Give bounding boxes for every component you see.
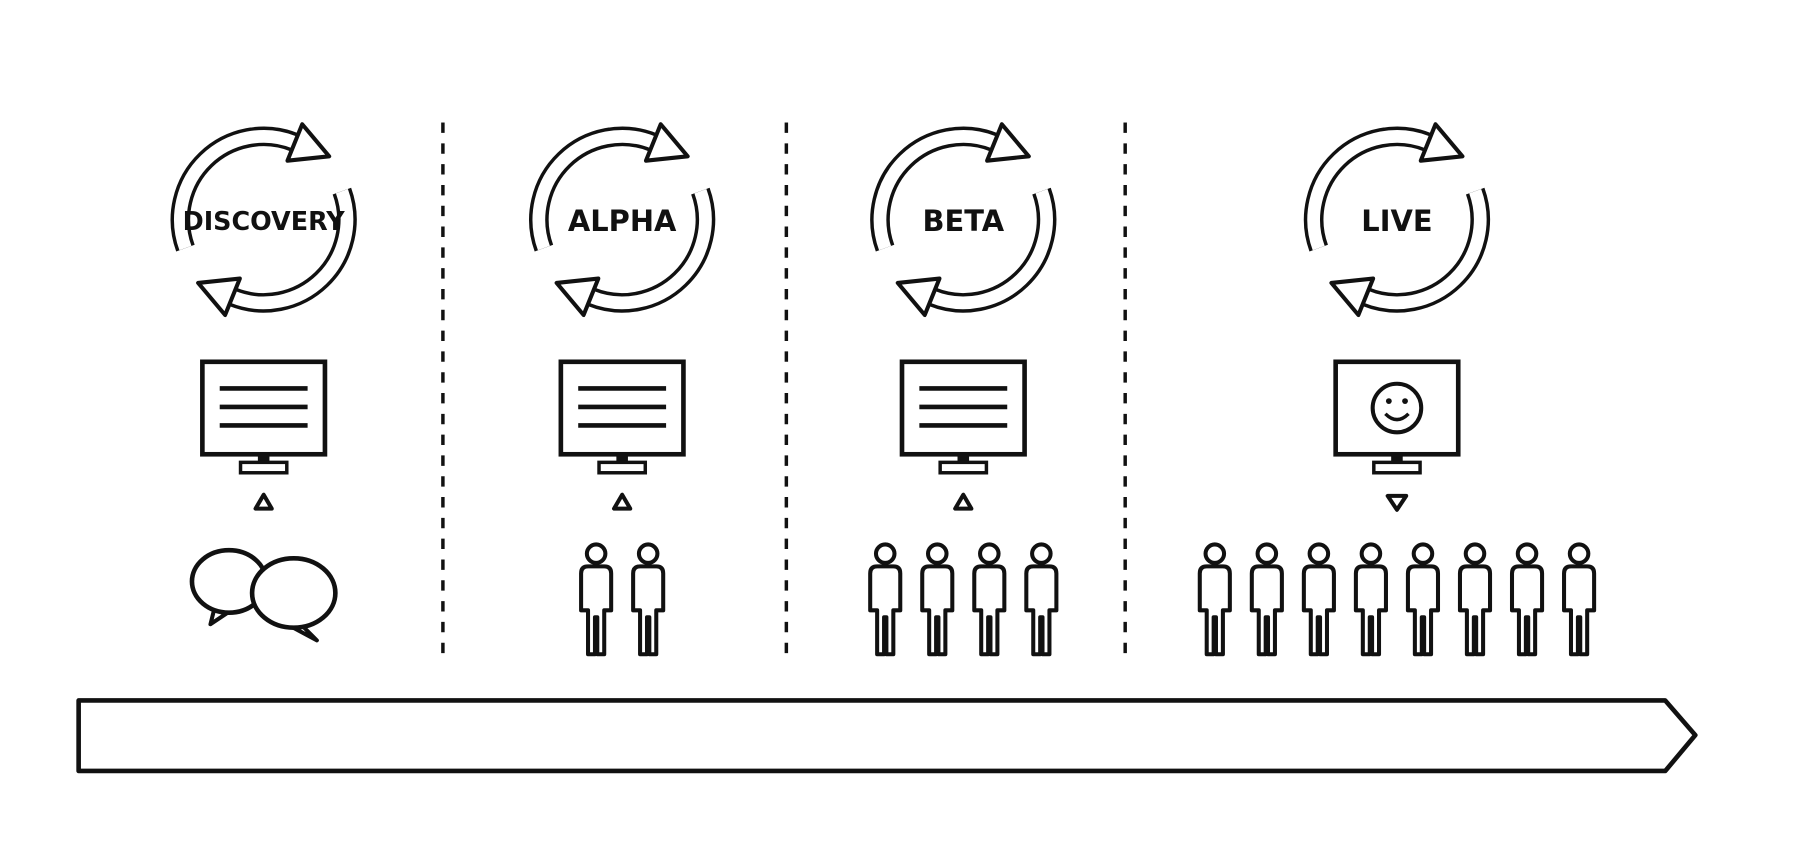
curved-arrow: [870, 122, 1031, 252]
person-icon: [1562, 542, 1597, 657]
person-icon: [1353, 542, 1388, 657]
curved-arrow: [1303, 122, 1465, 252]
monitor-text-icon: [558, 359, 686, 475]
cycle-arrows-icon: [1303, 122, 1491, 318]
curved-arrow: [1329, 187, 1491, 318]
person-icon: [1024, 542, 1059, 657]
person-icon: [920, 542, 955, 657]
person-icon: [972, 542, 1007, 657]
stage-dividers: [441, 122, 1127, 659]
person-icon: [1301, 542, 1336, 657]
monitor-text-icon: [200, 359, 328, 475]
person-icon: [1509, 542, 1545, 657]
curved-arrow: [554, 187, 716, 318]
stage-labels: DISCOVERY ALPHA BETA LIVE: [183, 204, 1433, 238]
stage-discovery: [170, 122, 357, 643]
cycle-arrows-icon: [870, 122, 1057, 318]
triangle-down-icon: [1385, 493, 1409, 512]
curved-arrow: [170, 122, 332, 252]
cycle-arrows-icon: [529, 122, 716, 318]
stage-live: [1197, 122, 1597, 657]
person-icon: [868, 542, 903, 657]
stage-label-beta: BETA: [922, 204, 1004, 238]
curved-arrow: [529, 122, 690, 252]
triangle-up-icon: [253, 492, 274, 511]
person-icon: [1197, 542, 1232, 657]
cycle-arrows-icon: [170, 122, 357, 318]
curved-arrow: [895, 187, 1057, 318]
curved-arrow: [196, 187, 357, 318]
person-icon: [1405, 542, 1441, 657]
stage-label-live: LIVE: [1361, 204, 1432, 238]
monitor-smiley-icon: [1333, 359, 1461, 475]
triangle-up-icon: [612, 492, 633, 511]
person-icon: [631, 542, 666, 657]
speech-bubbles-icon: [189, 547, 338, 643]
timeline-arrow-icon: [76, 698, 1698, 774]
monitor-text-icon: [899, 359, 1027, 475]
person-icon: [579, 542, 614, 657]
stages: [170, 122, 1597, 657]
stage-alpha: [529, 122, 716, 657]
stage-label-alpha: ALPHA: [568, 204, 677, 238]
person-icon: [1457, 542, 1493, 657]
stage-label-discovery: DISCOVERY: [183, 206, 346, 236]
stage-beta: [868, 122, 1059, 657]
person-icon: [1249, 542, 1284, 657]
triangle-up-icon: [953, 492, 974, 511]
